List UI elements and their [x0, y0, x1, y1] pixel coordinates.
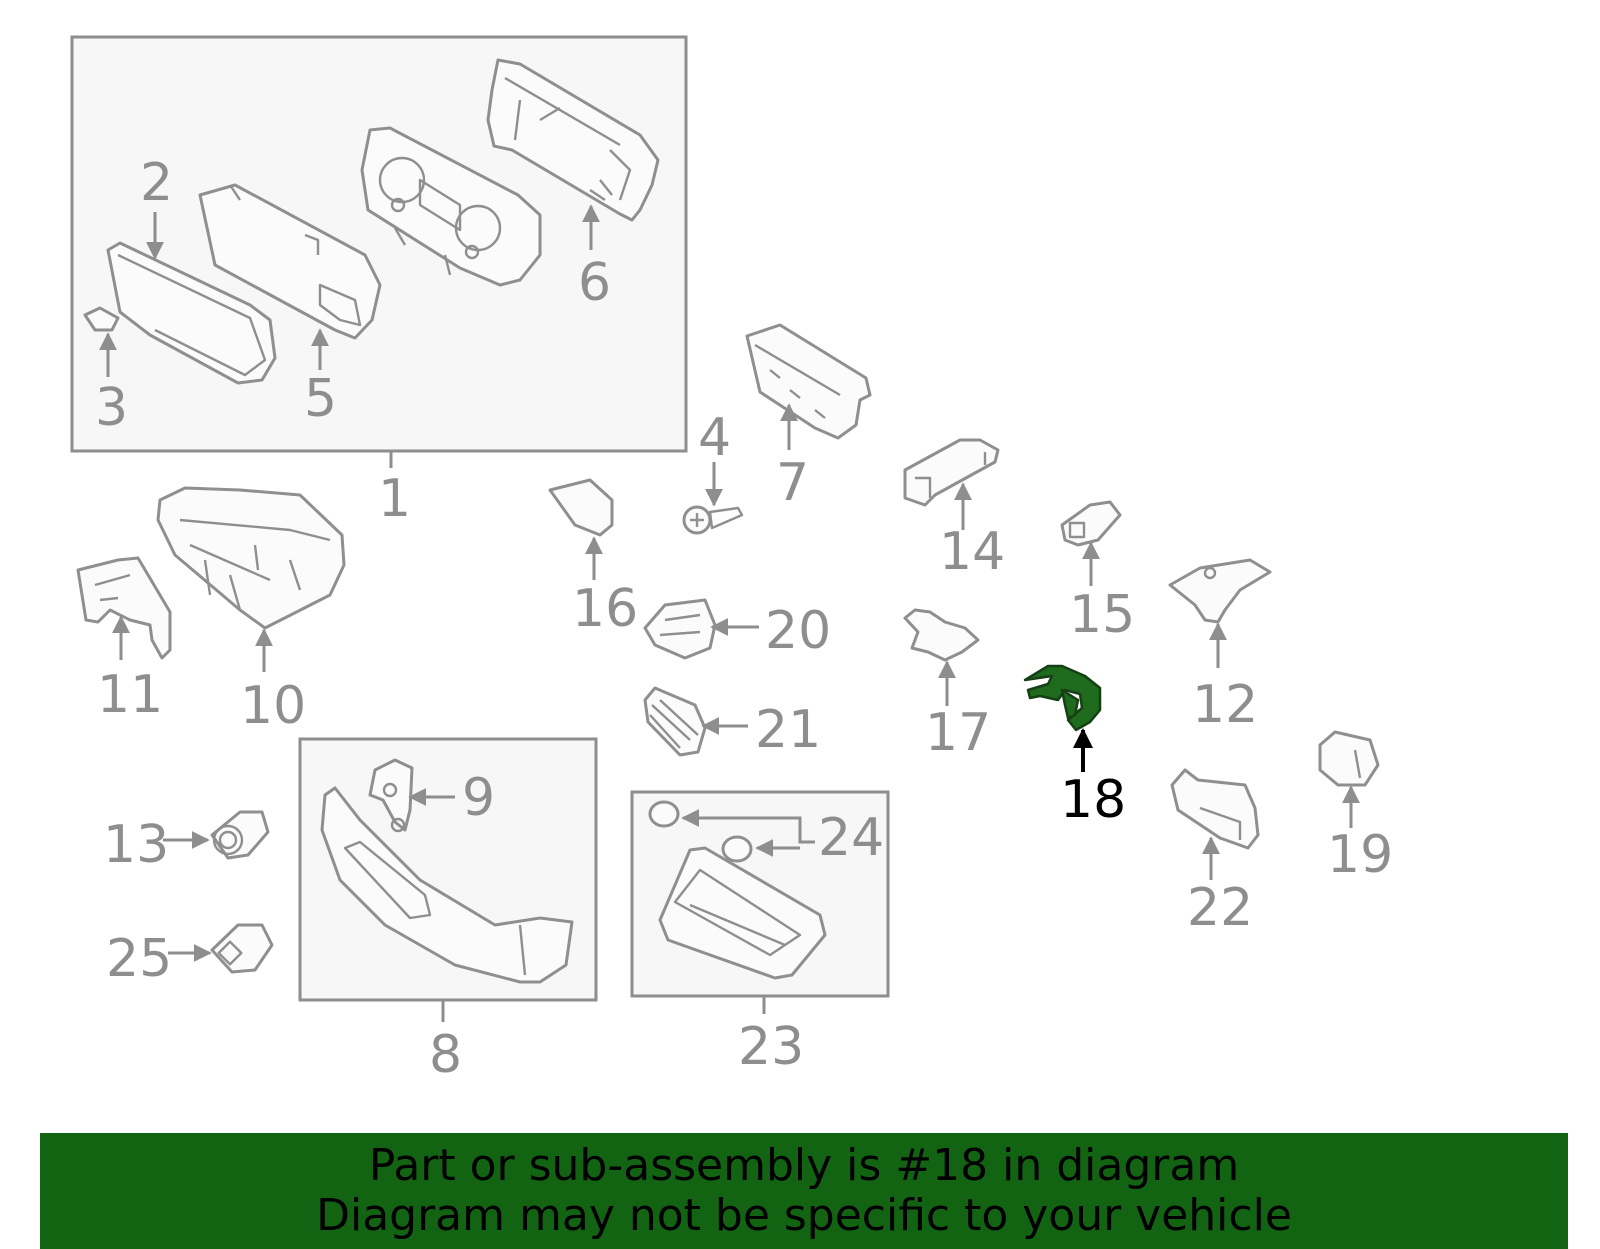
label-6: 6	[578, 253, 611, 313]
part-10-control-module[interactable]	[156, 486, 346, 630]
part-20-vent[interactable]	[643, 598, 717, 660]
label-1: 1	[378, 469, 411, 529]
part-7-switch-panel[interactable]	[745, 323, 872, 440]
gauge-cluster-face	[360, 126, 542, 287]
part-3-clip[interactable]	[83, 306, 120, 332]
label-22: 22	[1187, 878, 1253, 938]
part-15-socket[interactable]	[1060, 500, 1122, 547]
part-22-module[interactable]	[1170, 768, 1260, 850]
part-16-trim-piece[interactable]	[548, 478, 614, 537]
label-2: 2	[140, 153, 173, 213]
part-11-bracket[interactable]	[76, 556, 172, 660]
label-24: 24	[818, 808, 884, 868]
label-17: 17	[925, 703, 991, 763]
part-6-rear-housing[interactable]	[486, 58, 660, 222]
label-13: 13	[103, 815, 169, 875]
label-5: 5	[304, 369, 337, 429]
label-7: 7	[776, 453, 809, 513]
part-18-bracket-highlighted[interactable]	[1023, 664, 1102, 732]
part-4-screw[interactable]	[682, 505, 744, 535]
part-14-connector[interactable]	[903, 438, 1000, 507]
label-20: 20	[765, 601, 831, 661]
label-19: 19	[1327, 825, 1393, 885]
label-14: 14	[939, 522, 1005, 582]
label-9: 9	[462, 768, 495, 828]
part-8-trim-panel[interactable]	[320, 786, 574, 984]
label-15: 15	[1069, 585, 1135, 645]
part-13-socket[interactable]	[210, 810, 270, 860]
assembly-box-1	[70, 35, 688, 453]
info-banner: Part or sub-assembly is #18 in diagram D…	[40, 1133, 1568, 1249]
label-8: 8	[429, 1025, 462, 1085]
label-18: 18	[1060, 770, 1126, 830]
label-21: 21	[755, 700, 821, 760]
label-23: 23	[738, 1017, 804, 1077]
label-11: 11	[97, 665, 163, 725]
part-25-socket[interactable]	[210, 923, 274, 974]
part-2-bezel[interactable]	[106, 241, 277, 385]
part-23-control-panel[interactable]	[658, 846, 827, 980]
part-12-trim-cover[interactable]	[1168, 558, 1272, 624]
label-25: 25	[106, 929, 172, 989]
part-19-sensor[interactable]	[1318, 730, 1380, 787]
label-16: 16	[572, 579, 638, 639]
part-24-knobs[interactable]	[648, 800, 753, 863]
label-10: 10	[240, 676, 306, 736]
part-5-lens-frame[interactable]	[198, 183, 382, 340]
label-3: 3	[95, 378, 128, 438]
part-21-vent[interactable]	[643, 686, 707, 757]
part-17-clip[interactable]	[903, 608, 980, 662]
banner-line-2: Diagram may not be specific to your vehi…	[316, 1190, 1292, 1241]
label-12: 12	[1192, 675, 1258, 735]
banner-line-1: Part or sub-assembly is #18 in diagram	[368, 1140, 1240, 1191]
label-4: 4	[698, 408, 731, 468]
part-9-bracket[interactable]	[368, 758, 414, 833]
